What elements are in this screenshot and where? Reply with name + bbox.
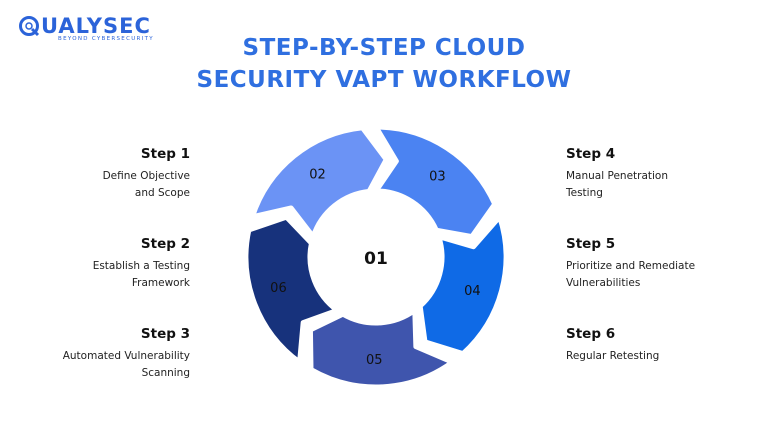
step-desc-line-1: Define Objective xyxy=(102,170,190,182)
step-label: Step 4 xyxy=(566,146,616,162)
cycle-segment-04 xyxy=(417,214,509,357)
brand-name: UALYSEC xyxy=(41,14,151,38)
title-line-2: SECURITY VAPT WORKFLOW xyxy=(196,67,572,93)
step-label: Step 1 xyxy=(140,146,190,162)
step-desc-line-2: Scanning xyxy=(141,367,190,379)
step-label: Step 2 xyxy=(140,236,190,252)
step-3: Step 3 Automated Vulnerability Scanning xyxy=(0,326,190,382)
step-label: Step 6 xyxy=(566,326,616,342)
step-6: Step 6 Regular Retesting xyxy=(566,326,766,365)
cycle-center-circle xyxy=(322,203,430,311)
step-4: Step 4 Manual Penetration Testing xyxy=(566,146,766,202)
logo-q-icon xyxy=(18,15,40,37)
step-desc-line-2: Framework xyxy=(131,277,190,289)
step-desc-line-1: Regular Retesting xyxy=(566,350,660,362)
qualysec-logo: UALYSEC BEYOND CYBERSECURITY xyxy=(18,14,154,42)
step-5: Step 5 Prioritize and Remediate Vulnerab… xyxy=(566,236,766,292)
page-title: STEP-BY-STEP CLOUD SECURITY VAPT WORKFLO… xyxy=(0,32,768,96)
step-desc-line-1: Establish a Testing xyxy=(92,260,190,272)
step-desc-line-2: Testing xyxy=(566,187,603,199)
cycle-segment-label: 04 xyxy=(464,284,481,299)
cycle-center-label: 01 xyxy=(364,249,388,269)
cycle-segment-05 xyxy=(307,307,455,390)
step-desc-line-2: Vulnerabilities xyxy=(566,277,641,289)
step-2: Step 2 Establish a Testing Framework xyxy=(0,236,190,292)
logo-wordmark: UALYSEC xyxy=(18,14,154,38)
cycle-segment-02 xyxy=(249,125,389,240)
cycle-segment-label: 03 xyxy=(429,170,446,185)
step-desc-line-1: Prioritize and Remediate xyxy=(566,260,696,272)
cycle-segment-03 xyxy=(373,124,498,240)
title-line-1: STEP-BY-STEP CLOUD xyxy=(242,35,526,61)
step-desc-line-2: and Scope xyxy=(134,187,190,199)
step-desc-line-1: Manual Penetration xyxy=(566,170,669,182)
cycle-segment-label: 02 xyxy=(309,167,326,182)
step-desc-line-1: Automated Vulnerability xyxy=(62,350,190,362)
step-1: Step 1 Define Objective and Scope xyxy=(0,146,190,202)
brand-tagline: BEYOND CYBERSECURITY xyxy=(58,36,154,42)
cycle-segment-06 xyxy=(243,214,340,365)
cycle-segment-label: 06 xyxy=(270,281,287,296)
cycle-segment-label: 05 xyxy=(366,353,383,368)
step-label: Step 5 xyxy=(566,236,616,252)
step-label: Step 3 xyxy=(140,326,190,342)
